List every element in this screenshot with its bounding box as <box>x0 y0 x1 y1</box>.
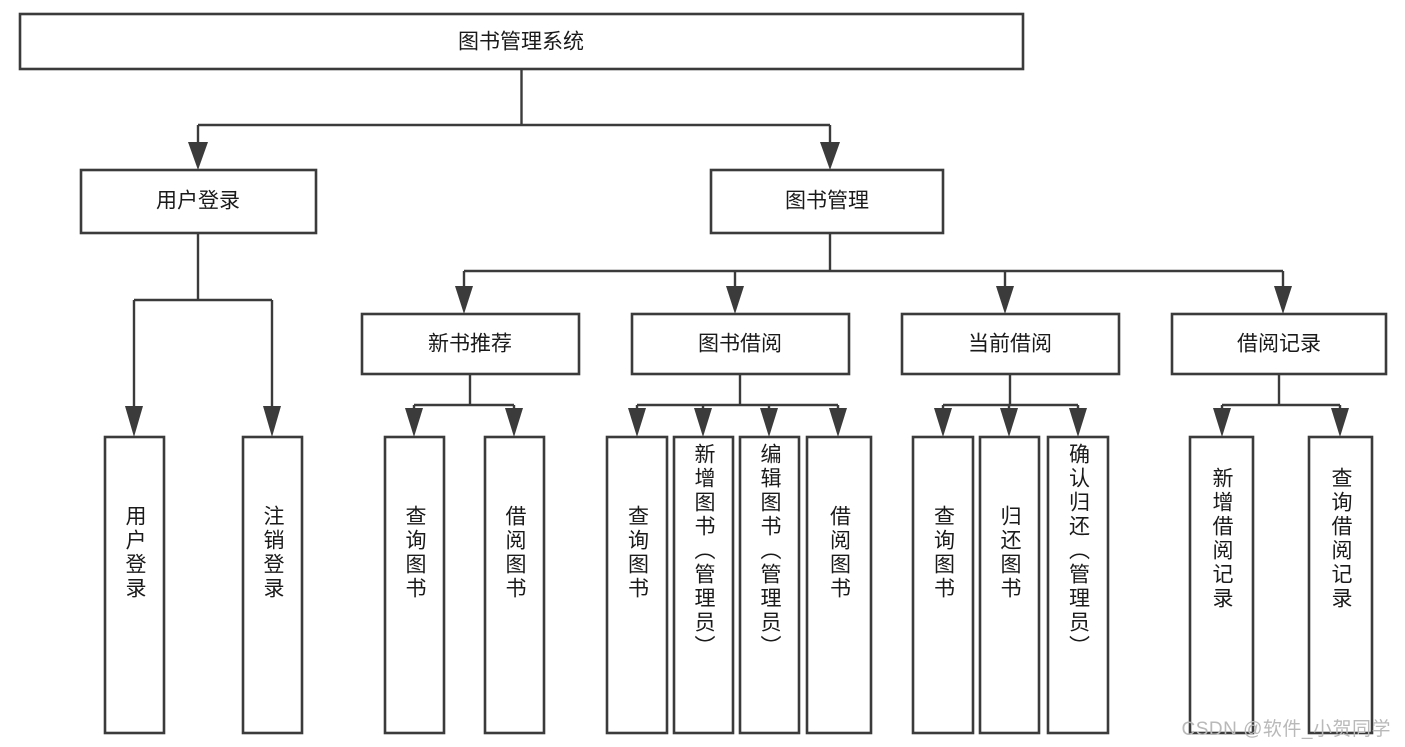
connector-group-user-login <box>125 233 281 437</box>
node-current-borrow[interactable] <box>900 312 1121 376</box>
arrowhead-leaf-return-book <box>1000 408 1018 437</box>
arrowhead-leaf-user-login <box>125 406 143 437</box>
node-book-borrow-label: 图书借阅 <box>698 333 782 356</box>
node-leaf-query-book-2[interactable] <box>605 435 669 735</box>
arrowhead-new-book-rec <box>455 286 473 314</box>
arrowhead-book-manage <box>820 142 840 170</box>
arrowhead-leaf-logout-login <box>263 406 281 437</box>
node-new-book-rec[interactable] <box>360 312 581 376</box>
arrowhead-leaf-query-book-2 <box>628 408 646 437</box>
node-leaf-user-login[interactable] <box>103 435 166 735</box>
arrowhead-leaf-borrow-book-1 <box>505 408 523 437</box>
node-leaf-borrow-book-1[interactable] <box>483 435 546 735</box>
node-leaf-return-book[interactable] <box>978 435 1041 735</box>
csdn-watermark: CSDN @软件_小贺同学 <box>1181 719 1391 740</box>
arrowhead-leaf-add-record <box>1213 408 1231 437</box>
connector-group-book-borrow <box>628 374 847 437</box>
connector-group-root <box>188 69 840 170</box>
node-root[interactable] <box>18 12 1025 71</box>
node-leaf-logout-login[interactable] <box>241 435 304 735</box>
node-book-manage-label: 图书管理 <box>785 190 869 213</box>
node-book-borrow[interactable] <box>630 312 851 376</box>
arrowhead-current-borrow <box>996 286 1014 314</box>
arrowhead-leaf-query-book-1 <box>405 408 423 437</box>
node-leaf-query-book-3[interactable] <box>911 435 975 735</box>
node-new-book-rec-label: 新书推荐 <box>428 333 512 356</box>
node-borrow-record-label: 借阅记录 <box>1237 333 1321 356</box>
node-user-login-label: 用户登录 <box>156 190 240 213</box>
connector-group-book-manage <box>455 233 1292 314</box>
connector-group-borrow-record <box>1213 374 1349 437</box>
node-leaf-add-book[interactable] <box>672 435 735 735</box>
connector-group-current-borrow <box>934 374 1087 437</box>
arrowhead-borrow-record <box>1274 286 1292 314</box>
connector-group-new-book-rec <box>405 374 523 437</box>
arrowhead-leaf-query-record <box>1331 408 1349 437</box>
arrowhead-user-login <box>188 142 208 170</box>
node-borrow-record[interactable] <box>1170 312 1388 376</box>
node-leaf-add-record[interactable] <box>1188 435 1255 735</box>
arrowhead-leaf-add-book <box>694 408 712 437</box>
node-leaf-query-record[interactable] <box>1307 435 1374 735</box>
node-leaf-confirm-return[interactable] <box>1046 435 1110 735</box>
node-current-borrow-label: 当前借阅 <box>968 333 1052 356</box>
arrowhead-leaf-borrow-book-2 <box>829 408 847 437</box>
node-leaf-borrow-book-2[interactable] <box>805 435 873 735</box>
node-root-label: 图书管理系统 <box>458 31 584 54</box>
node-leaf-edit-book[interactable] <box>738 435 801 735</box>
node-user-login[interactable] <box>79 168 318 235</box>
arrowhead-leaf-query-book-3 <box>934 408 952 437</box>
arrowhead-book-borrow <box>726 286 744 314</box>
node-leaf-query-book-1[interactable] <box>383 435 446 735</box>
arrowhead-leaf-confirm-return <box>1069 408 1087 437</box>
arrowhead-leaf-edit-book <box>760 408 778 437</box>
node-book-manage[interactable] <box>709 168 945 235</box>
